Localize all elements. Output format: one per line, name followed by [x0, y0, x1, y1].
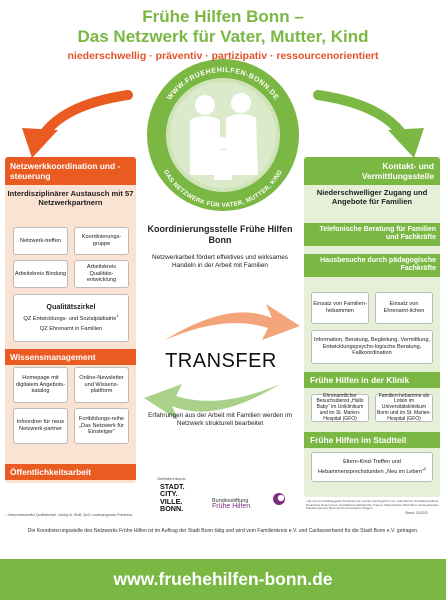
- footnote-left: ¹ Interprofessioneller Qualitätszirkel, …: [6, 513, 133, 517]
- klinik-heading: Frühe Hilfen in der Klinik: [304, 372, 440, 388]
- sponsor-label: Gefördert durch:: [157, 476, 187, 481]
- center-text-top: Netzwerkarbeit fördert effektives und wi…: [152, 254, 288, 269]
- box-infoordner: Infoordner für neue Netzwerk-partner: [13, 408, 68, 444]
- box-qualitaetszirkel: Qualitätszirkel QZ Entwicklungs- und Soz…: [13, 294, 129, 342]
- box-ak-bindung: Arbeitskreis Bindung: [13, 260, 68, 288]
- box-newsletter: Online-Newsletter und Wissens-plattform: [74, 367, 129, 403]
- qz-line2: QZ Ehrenamt in Familien: [39, 325, 103, 332]
- right-subheading: Niederschwelliger Zugang und Angebote fü…: [316, 188, 428, 206]
- qz-line1: QZ Entwicklungs- und Sozialpädiatrie1: [23, 313, 119, 323]
- footnote-right: ¹ Ab Juni und Stiftsangebot Kinderzimmer…: [306, 499, 440, 511]
- box-homepage: Homepage mit digitalem Angebots-katalog: [13, 367, 68, 403]
- right-heading: Kontakt- und Vermittlungsstelle: [304, 157, 440, 185]
- box-netzwerktreffen: Netzwerk-treffen: [13, 227, 68, 255]
- box-information-beratung: Information, Beratung, Begleitung, Vermi…: [311, 330, 433, 364]
- box-ehrenamtliche: Einsatz von Ehrenamt-lichen: [375, 292, 433, 324]
- bundesstiftung-logo: Bundesstiftung Frühe Hilfen: [212, 498, 251, 511]
- stadt-bonn-logo: STADT. CITY. VILLE. BONN.: [160, 482, 185, 514]
- right-arrow-head: [388, 128, 424, 158]
- stand-date: Stand: 02/2023: [405, 511, 429, 515]
- box-eltern-kind-treffen: Eltern-Kind-Treffen und Hebammensprechst…: [311, 452, 433, 482]
- box-familienhebammen: Einsatz von Familien-hebammen: [311, 292, 369, 324]
- transfer-arrow-right: [165, 304, 300, 340]
- transfer-arrow-left: [144, 384, 280, 420]
- left-arrow-head: [22, 128, 58, 158]
- footer-url[interactable]: www.fruehehilfen-bonn.de: [0, 559, 446, 600]
- transfer-label: TRANSFER: [165, 350, 277, 372]
- box-fortbildung: Fortbildungs-reihe „Das Netzwerk für Ein…: [74, 408, 129, 444]
- qz-title: Qualitätszirkel: [46, 301, 96, 311]
- page-subtitle: niederschwellig · präventiv · partizipat…: [67, 50, 379, 62]
- bundesstiftung-icon: [273, 493, 285, 505]
- wissensmanagement-heading: Wissensmanagement: [5, 349, 136, 365]
- footer-description: Die Koordinierungsstelle des Netzwerks F…: [27, 528, 419, 534]
- network-logo: WWW.FRUEHEHILFEN-BONN.DE DAS NETZWERK FÜ…: [147, 59, 299, 211]
- box-hallo-baby: Ehrenamtlicher Besuchsdienst „Hallo Baby…: [311, 393, 369, 422]
- box-koordinierungsgruppe: Koordinierungs-gruppe: [74, 227, 129, 255]
- page-title: Frühe Hilfen Bonn – Das Netzwerk für Vat…: [77, 7, 369, 46]
- center-text-bottom: Erfahrungen aus der Arbeit mit Familien …: [148, 412, 292, 427]
- box-familienhebamme-lotsin: Familien-hebamme als Lotsin im Universit…: [375, 393, 433, 422]
- hausbesuche-bar: Hausbesuche durch pädagogische Fachkräft…: [304, 254, 440, 277]
- telefon-beratung-bar: Telefonische Beratung für Familien und F…: [304, 223, 440, 246]
- left-subheading: Interdisziplinärer Austausch mit 57 Netz…: [7, 189, 134, 207]
- center-title: Koordinierungsstelle Frühe Hilfen Bonn: [147, 224, 293, 245]
- box-ak-qualitaet: Arbeitskreis Qualitäts-entwicklung: [74, 260, 129, 288]
- stadtteil-heading: Frühe Hilfen im Stadtteil: [304, 432, 440, 448]
- left-heading: Netzwerkkoordination und -steuerung: [5, 157, 136, 185]
- oeffentlichkeitsarbeit-heading: Öffentlichkeitsarbeit: [5, 464, 136, 480]
